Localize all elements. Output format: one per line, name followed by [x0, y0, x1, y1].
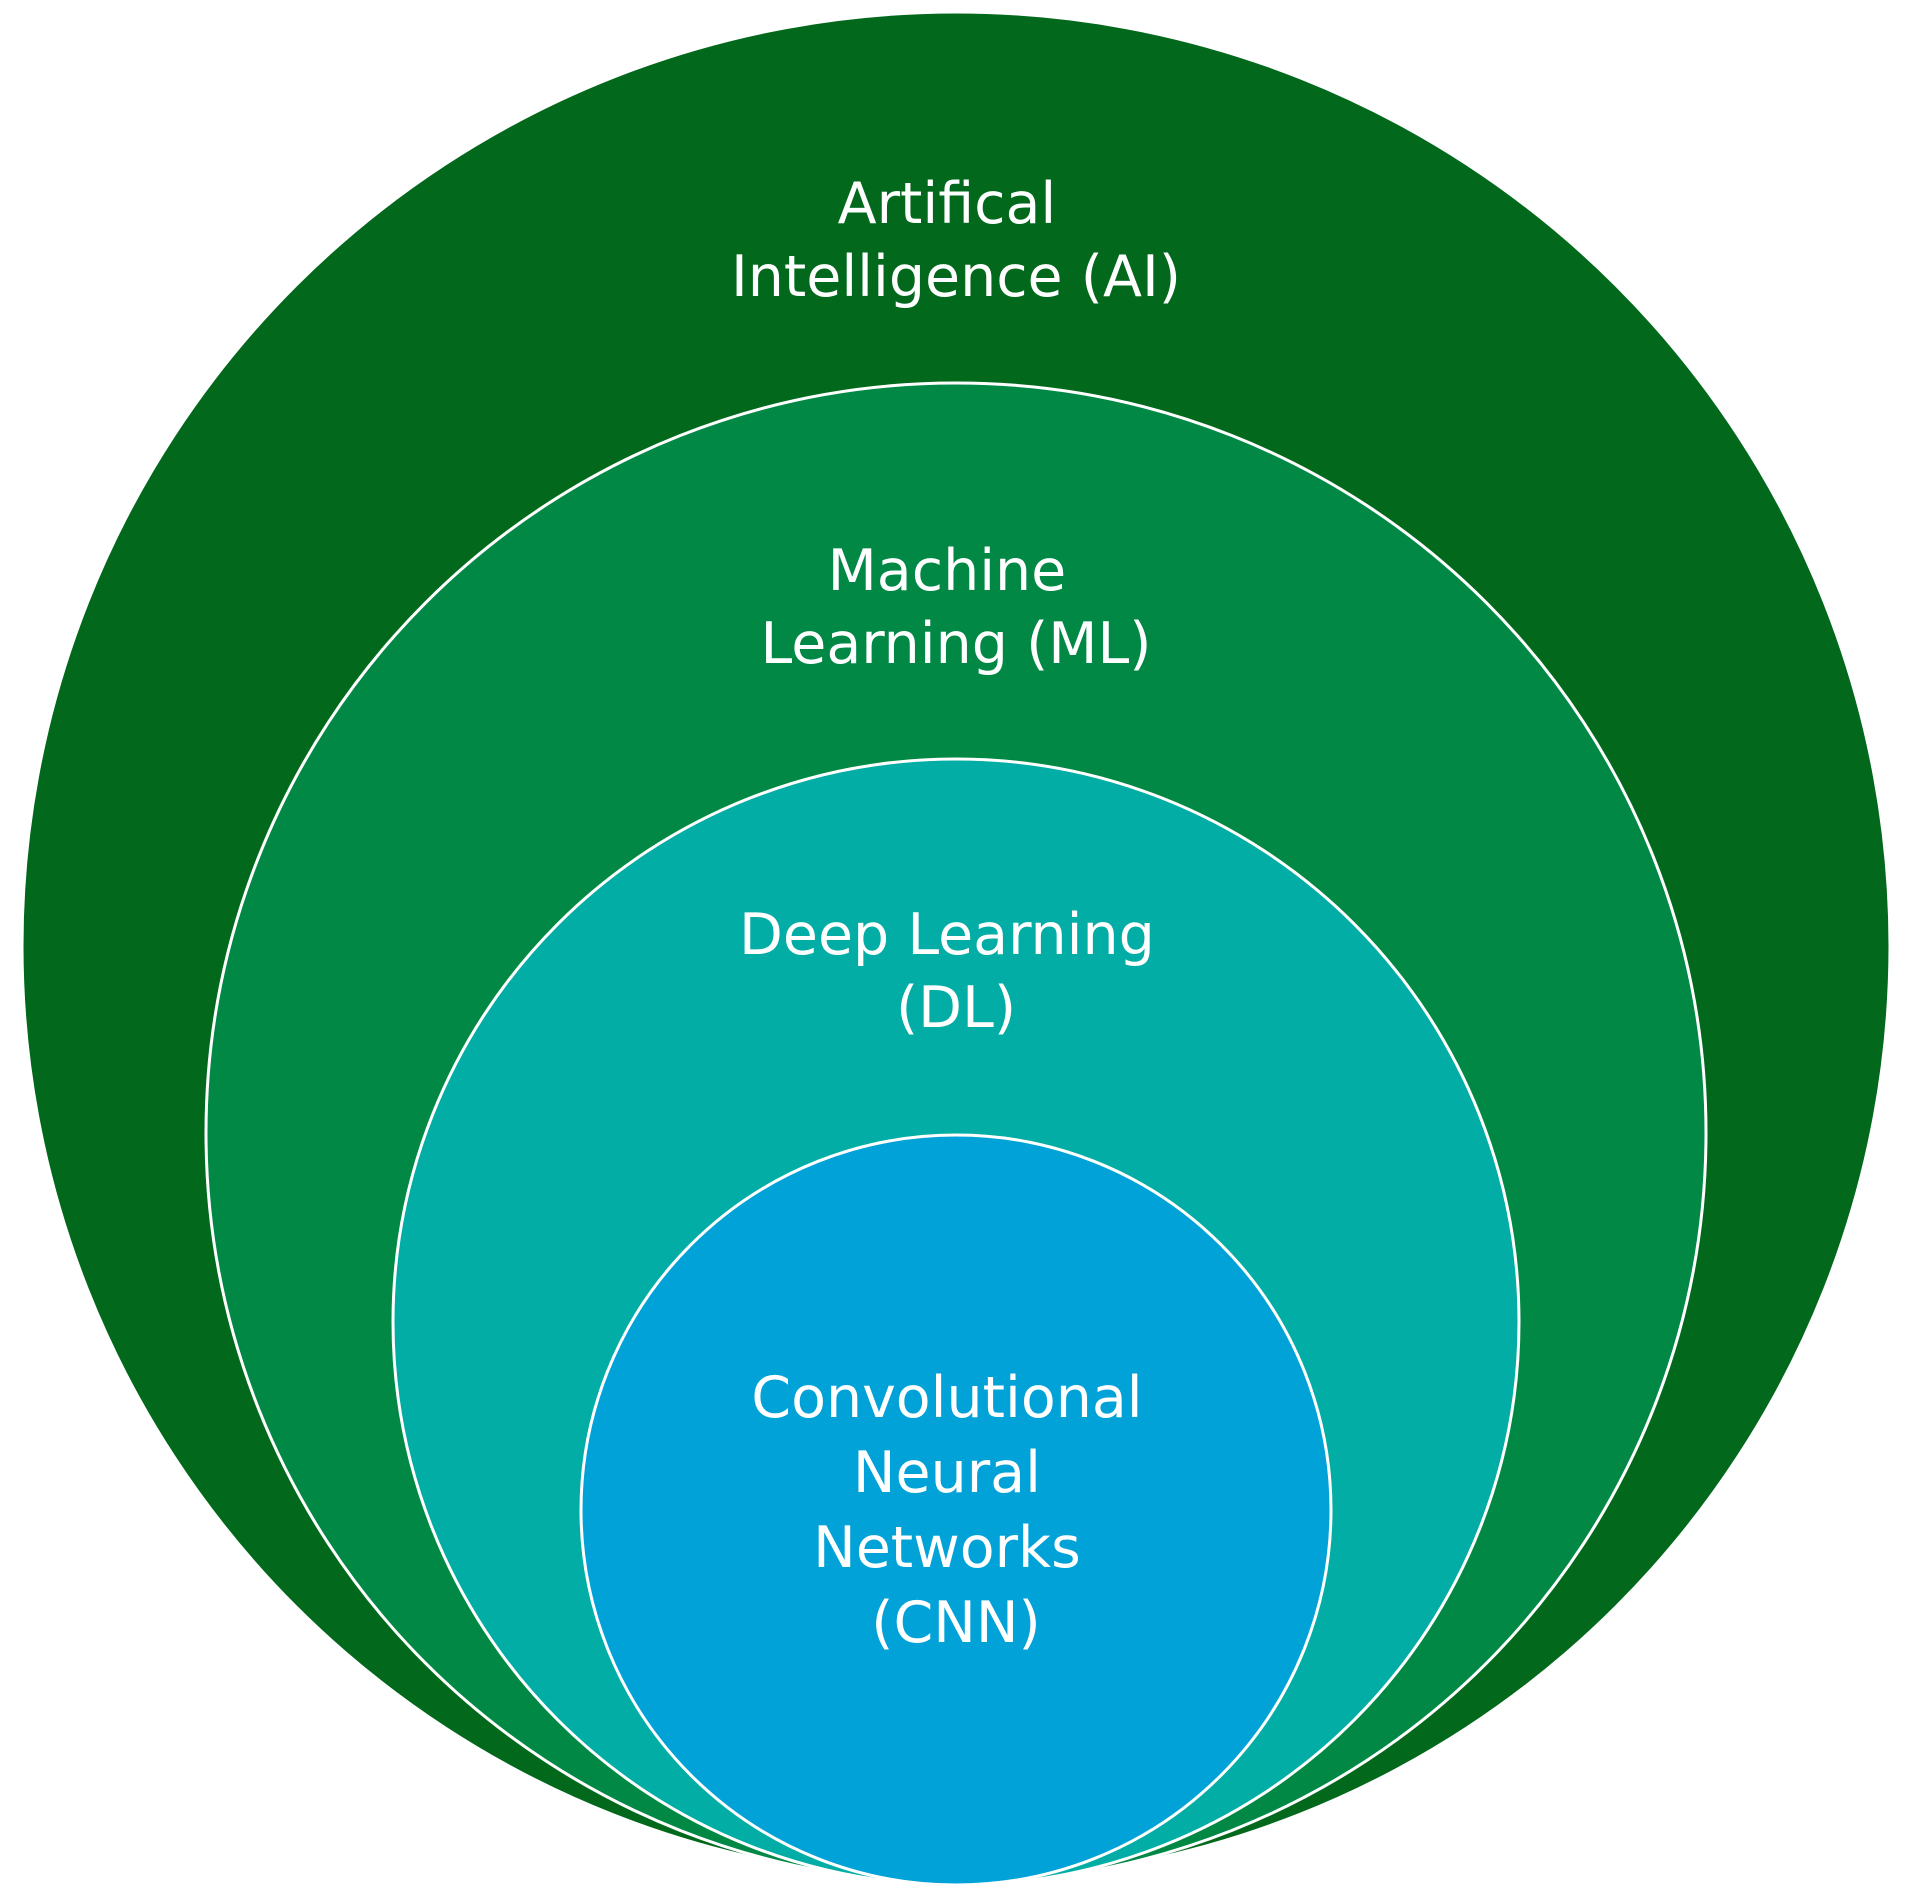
label-cnn-line-2: Neural — [853, 1440, 1041, 1506]
label-cnn: Convolutional Neural Networks (CNN) — [751, 1365, 1160, 1656]
label-dl: Deep Learning (DL) — [739, 902, 1173, 1041]
label-dl-line-1: Deep Learning — [739, 902, 1155, 968]
circle-cnn — [579, 1133, 1333, 1887]
layer-cnn: Convolutional Neural Networks (CNN) — [579, 1133, 1333, 1887]
label-ml-line-2: Learning (ML) — [761, 611, 1152, 677]
label-ai-line-1: Artifical — [838, 171, 1057, 237]
label-ai-line-2: Intelligence (AI) — [731, 244, 1181, 310]
label-cnn-line-1: Convolutional — [751, 1365, 1142, 1431]
label-ai: Artifical Intelligence (AI) — [731, 171, 1181, 310]
label-ml: Machine Learning (ML) — [761, 538, 1152, 677]
label-cnn-line-3: Networks — [813, 1515, 1081, 1581]
label-ml-line-1: Machine — [828, 538, 1067, 604]
label-dl-line-2: (DL) — [896, 975, 1016, 1041]
label-cnn-line-4: (CNN) — [871, 1590, 1041, 1656]
